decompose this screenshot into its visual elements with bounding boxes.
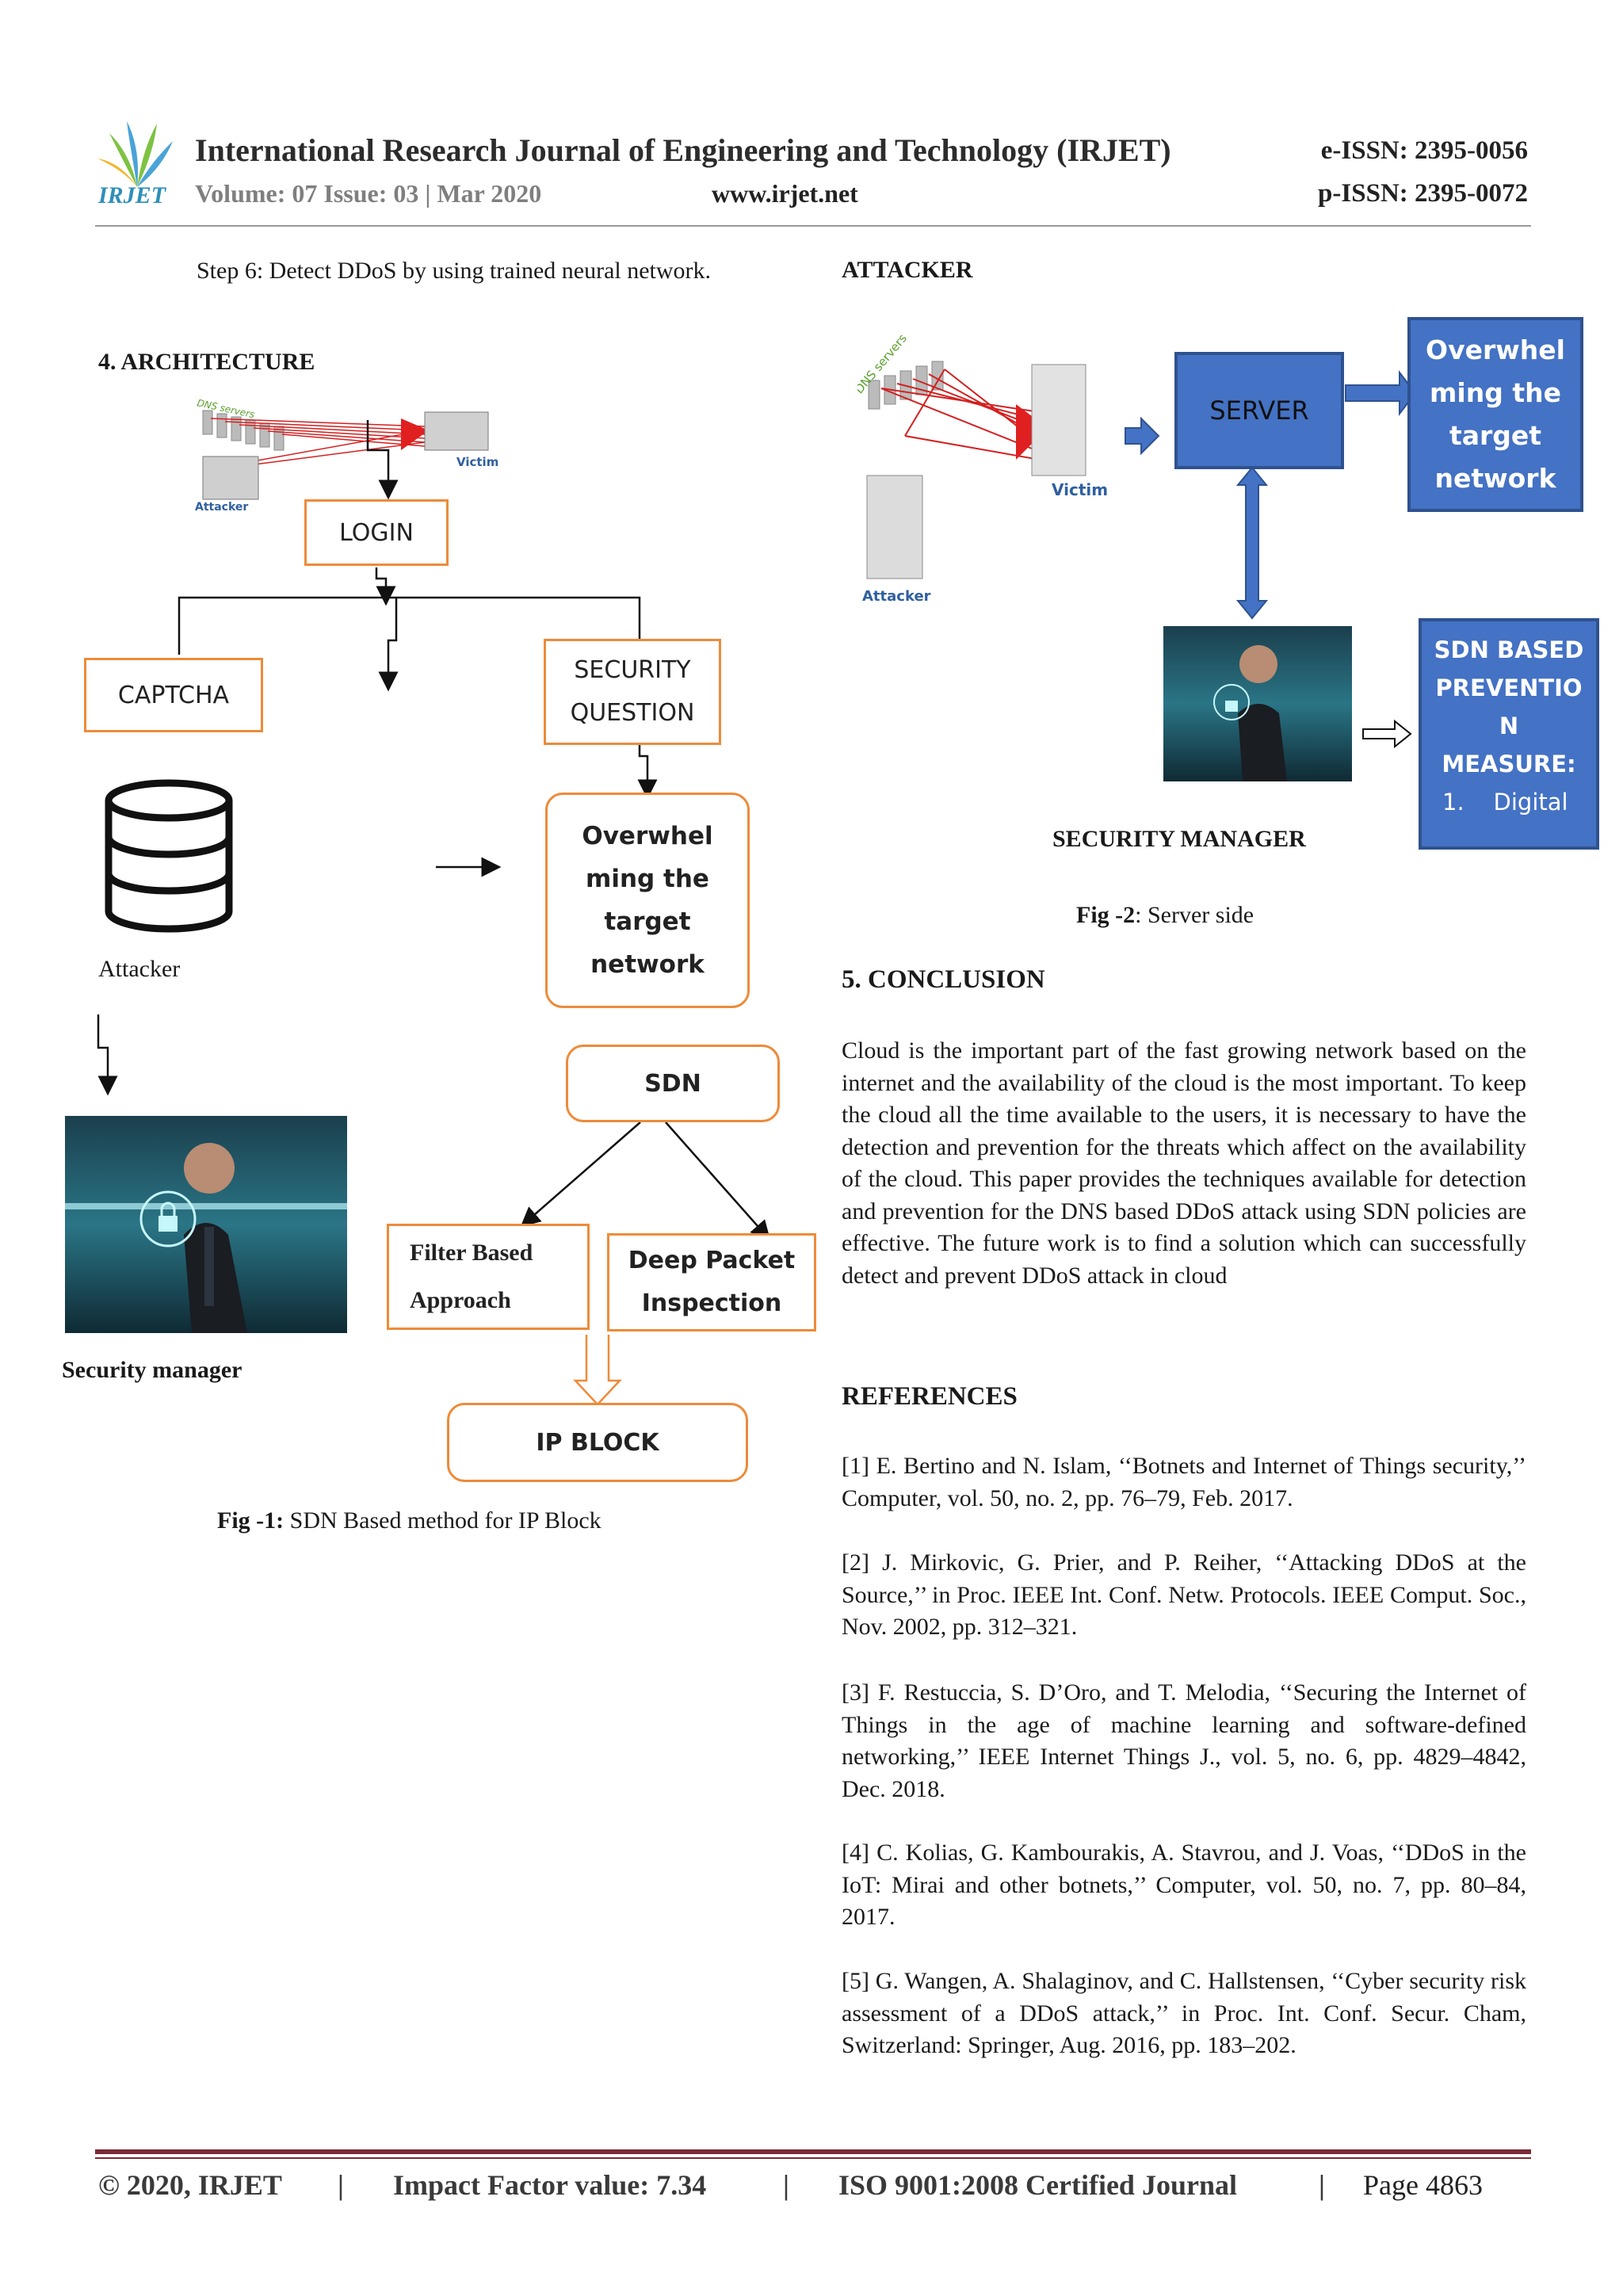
conclusion-heading: 5. CONCLUSION: [842, 965, 1045, 994]
pissn: p-ISSN: 2395-0072: [1318, 179, 1528, 208]
fig2-diagram: DNS servers Victim Attacker SERVER Overw…: [840, 309, 1601, 864]
ip-block-box: IP BLOCK: [447, 1403, 748, 1482]
svg-text:Victim: Victim: [1052, 480, 1108, 499]
architecture-heading: 4. ARCHITECTURE: [98, 349, 315, 375]
attacker-computer-icon: [866, 475, 923, 579]
svg-text:Attacker: Attacker: [862, 588, 931, 605]
ddos-attack-image: DNS servers Victim Attacker: [195, 397, 498, 514]
logo-leaves-icon: [97, 121, 173, 187]
references-heading: REFERENCES: [842, 1382, 1018, 1411]
footer-page-number: Page 4863: [1363, 2169, 1483, 2201]
footer-separator: |: [783, 2169, 789, 2201]
svg-text:Attacker: Attacker: [195, 501, 248, 514]
server-box: SERVER: [1174, 352, 1344, 469]
security-manager-photo-2: [1163, 626, 1352, 781]
fig1-diagram: DNS servers Victim Attacker: [0, 388, 832, 1498]
sdn-box: SDN: [566, 1045, 780, 1122]
website-link[interactable]: www.irjet.net: [712, 179, 858, 208]
svg-text:Victim: Victim: [456, 455, 498, 469]
filter-based-box: Filter Based Approach: [387, 1224, 590, 1330]
lock-icon: [1213, 684, 1250, 720]
sdn-prevention-box: SDN BASED PREVENTIO N MEASURE: 1. Digita…: [1419, 618, 1599, 850]
footer-rule-thin: [95, 2157, 1531, 2159]
reference-2: [2] J. Mirkovic, G. Prier, and P. Reiher…: [842, 1549, 1526, 1640]
footer-separator: |: [1319, 2169, 1325, 2201]
login-box: LOGIN: [304, 499, 449, 566]
attacker-heading: ATTACKER: [842, 257, 973, 283]
eissn: e-ISSN: 2395-0056: [1320, 136, 1528, 165]
captcha-box: CAPTCHA: [84, 658, 263, 732]
attacker-computer-icon: [202, 456, 259, 500]
overwhelm-box: Overwhel ming the target network: [545, 793, 750, 1008]
fig2-caption: Fig -2: Server side: [1076, 902, 1254, 928]
security-manager-label: Security manager: [62, 1357, 242, 1383]
footer-iso: ISO 9001:2008 Certified Journal: [838, 2169, 1237, 2201]
lock-icon: [139, 1190, 197, 1247]
volume-line: Volume: 07 Issue: 03 | Mar 2020: [195, 179, 542, 208]
irjet-logo: [94, 117, 181, 212]
footer-impact-factor: Impact Factor value: 7.34: [393, 2169, 707, 2201]
reference-5: [5] G. Wangen, A. Shalaginov, and C. Hal…: [842, 1968, 1526, 2058]
logo-text: IRJET: [98, 182, 166, 208]
conclusion-text: Cloud is the important part of the fast …: [842, 1037, 1526, 1289]
header-rule: [95, 225, 1531, 227]
fig1-caption: Fig -1: SDN Based method for IP Block: [217, 1507, 601, 1534]
reference-1: [1] E. Bertino and N. Islam, ‘‘Botnets a…: [842, 1453, 1526, 1511]
journal-title: International Research Journal of Engine…: [195, 132, 1171, 168]
victim-server-icon: [1031, 364, 1086, 476]
ddos-attack-image-2: DNS servers Victim Attacker: [857, 333, 1108, 605]
security-manager-photo: [65, 1116, 347, 1333]
footer-rule: [95, 2149, 1531, 2154]
fig1-connectors: [97, 420, 771, 1406]
victim-server-icon: [424, 411, 489, 451]
reference-4: [4] C. Kolias, G. Kambourakis, A. Stavro…: [842, 1839, 1526, 1930]
footer-copyright: © 2020, IRJET: [98, 2169, 282, 2201]
security-manager-label-2: SECURITY MANAGER: [1052, 826, 1306, 852]
deep-packet-box: Deep Packet Inspection: [607, 1233, 816, 1331]
security-question-box: SECURITY QUESTION: [544, 639, 721, 745]
database-icon: [105, 779, 233, 933]
attacker-label: Attacker: [98, 956, 181, 982]
footer-separator: |: [338, 2169, 344, 2201]
reference-3: [3] F. Restuccia, S. D’Oro, and T. Melod…: [842, 1679, 1526, 1802]
step-6-text: Step 6: Detect DDoS by using trained neu…: [197, 258, 712, 284]
overwhelm-box-2: Overwhel ming the target network: [1407, 317, 1583, 512]
